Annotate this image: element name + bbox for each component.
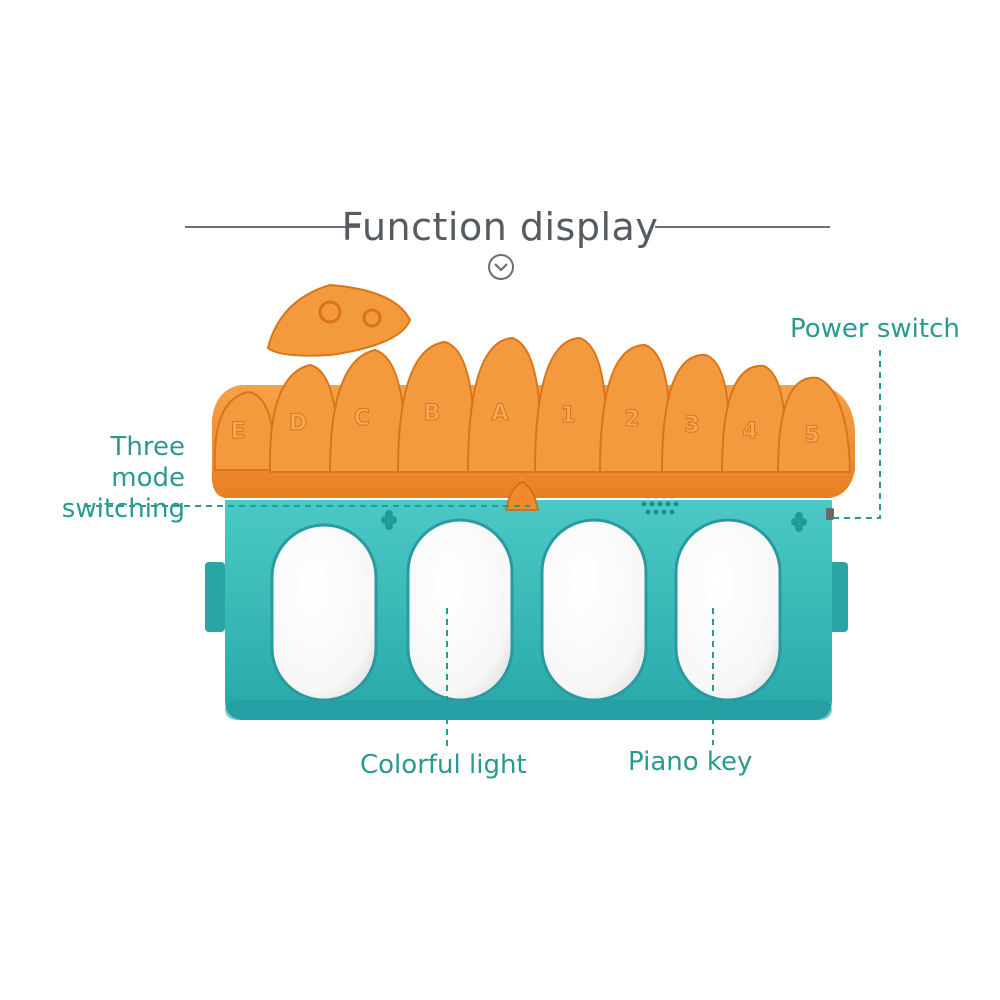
label-three-mode: Three mode switching	[40, 432, 185, 526]
label-three-mode-line2: switching	[61, 494, 185, 525]
roof-letter: 3	[684, 413, 699, 438]
title-rule-left	[185, 226, 360, 228]
roof-letter: 1	[560, 403, 575, 428]
piano-key-2	[406, 518, 514, 702]
piano-key-4	[674, 518, 782, 702]
power-switch	[826, 508, 834, 520]
roof-scallops	[213, 336, 852, 473]
mushroom-chimney	[266, 283, 412, 357]
roof-letters: E D C B A 1 2 3 4 5	[230, 401, 820, 449]
side-tab-right	[828, 562, 848, 632]
side-tab-left	[205, 562, 225, 632]
roof-letter: A	[491, 401, 508, 426]
roof-letter: 5	[804, 423, 819, 448]
label-power-switch: Power switch	[790, 314, 960, 344]
label-colorful-light: Colorful light	[360, 750, 527, 780]
roof-letter: E	[230, 419, 245, 444]
roof-letter: 4	[742, 419, 757, 444]
mode-switch-bell-icon	[505, 481, 539, 511]
label-three-mode-line1: Three mode	[110, 432, 185, 494]
flower-icon	[381, 510, 807, 532]
roof-letter: D	[289, 411, 307, 436]
label-piano-key: Piano key	[628, 747, 753, 777]
piano-key-3	[540, 518, 648, 702]
piano-key-1	[270, 523, 378, 702]
roof-letter: 2	[624, 407, 639, 432]
page-title: Function display	[341, 205, 659, 249]
roof-letter: B	[424, 401, 441, 426]
chevron-down-circle-icon	[488, 254, 514, 280]
roof-letter: C	[354, 406, 370, 431]
title-rule-right	[655, 226, 830, 228]
piano-keys	[270, 518, 782, 702]
callout-line-power	[830, 350, 881, 519]
